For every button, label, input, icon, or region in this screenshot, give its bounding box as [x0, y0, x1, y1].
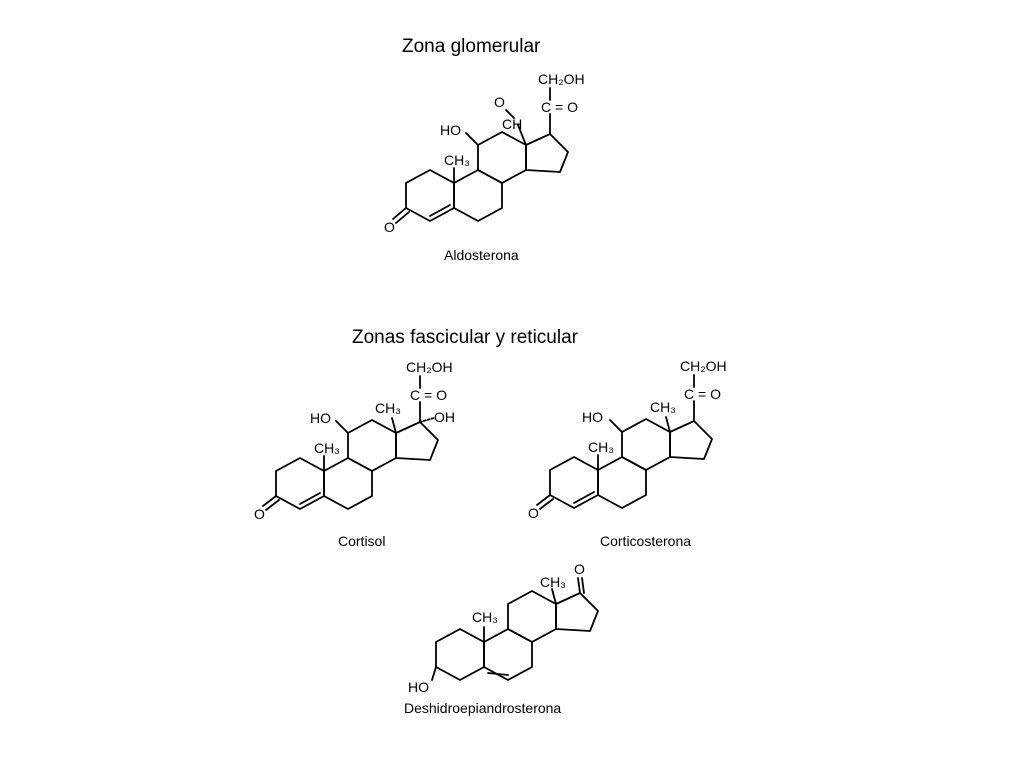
caption-cortisol: Cortisol	[338, 533, 386, 549]
keto-bond	[392, 207, 407, 220]
keto-bond-2	[395, 211, 410, 224]
label-ch3-top: CH₃	[540, 574, 566, 590]
structure-cortisol: CH₂OH C = O CH₃ OH HO CH₃ O	[254, 359, 455, 522]
double-bond	[487, 672, 509, 676]
structure-deshidroepiandrosterona: CH₃ O CH₃ HO	[408, 561, 599, 695]
keto-bond	[262, 495, 277, 507]
label-ch3: CH₃	[444, 152, 470, 168]
structure-aldosterona: CH₂OH C = O CH O HO CH₃ O	[384, 71, 585, 235]
caption-corticosterona: Corticosterona	[600, 533, 692, 549]
ring-d	[669, 420, 713, 460]
ring-c	[477, 131, 527, 184]
double-bond	[429, 204, 451, 217]
label-ho: HO	[408, 679, 429, 695]
double-bond	[573, 491, 595, 504]
ring-c	[507, 590, 557, 643]
label-ch3-top: CH₃	[650, 399, 676, 415]
ring-a	[405, 169, 455, 222]
label-ch3: CH₃	[472, 609, 498, 625]
label-o-keto: O	[528, 505, 539, 521]
structure-corticosterona: CH₂OH C = O CH₃ HO CH₃ O	[528, 358, 727, 521]
double-bond	[299, 492, 321, 505]
ho-bond	[465, 132, 479, 146]
label-ch2oh: CH₂OH	[406, 359, 453, 375]
ring-a	[275, 457, 325, 510]
label-ch3: CH₃	[314, 440, 340, 456]
ho-bond	[335, 420, 349, 434]
label-ch3-top: CH₃	[375, 400, 401, 416]
keto-bond	[577, 577, 581, 594]
ring-b	[453, 169, 503, 222]
label-ho: HO	[582, 409, 603, 425]
label-ho: HO	[310, 410, 331, 426]
label-co: C = O	[541, 99, 578, 115]
label-co: C = O	[410, 387, 447, 403]
label-o-keto: O	[384, 219, 395, 235]
ring-a	[435, 628, 485, 681]
ring-c	[621, 418, 671, 471]
keto-bond-2	[265, 499, 280, 511]
label-ch: CH	[502, 116, 522, 132]
heading-zonas-fascicular-reticular: Zonas fascicular y reticular	[352, 327, 578, 348]
keto-bond-2	[539, 498, 554, 510]
caption-deshidroepiandrosterona: Deshidroepiandrosterona	[404, 700, 562, 716]
label-o-keto: O	[254, 506, 265, 522]
ring-c	[347, 419, 397, 472]
label-ch2oh: CH₂OH	[538, 71, 585, 87]
methyl-top-bond	[391, 417, 397, 434]
label-co: C = O	[684, 386, 721, 402]
label-o-aldehyde: O	[494, 94, 505, 110]
ho-bond	[431, 666, 437, 681]
ho-bond	[609, 419, 623, 433]
label-ho: HO	[440, 122, 461, 138]
ring-b	[483, 628, 533, 681]
aldehyde-bond	[517, 124, 527, 146]
ring-b	[323, 457, 373, 510]
ring-d	[525, 133, 569, 173]
keto-bond-2	[581, 577, 585, 594]
label-ch2oh: CH₂OH	[680, 358, 727, 374]
ring-d	[555, 592, 599, 632]
aldehyde-double	[505, 109, 515, 119]
oh-bond	[419, 417, 435, 423]
ring-d	[395, 421, 439, 461]
label-oh: OH	[434, 409, 455, 425]
methyl-top-bond	[551, 588, 557, 605]
ring-b	[597, 456, 647, 509]
heading-zona-glomerular: Zona glomerular	[402, 36, 541, 57]
ring-a	[549, 456, 599, 509]
keto-bond	[536, 494, 551, 506]
label-ch3: CH₃	[588, 439, 614, 455]
methyl-top-bond	[665, 416, 671, 433]
caption-aldosterona: Aldosterona	[444, 247, 519, 263]
label-o: O	[574, 561, 585, 577]
